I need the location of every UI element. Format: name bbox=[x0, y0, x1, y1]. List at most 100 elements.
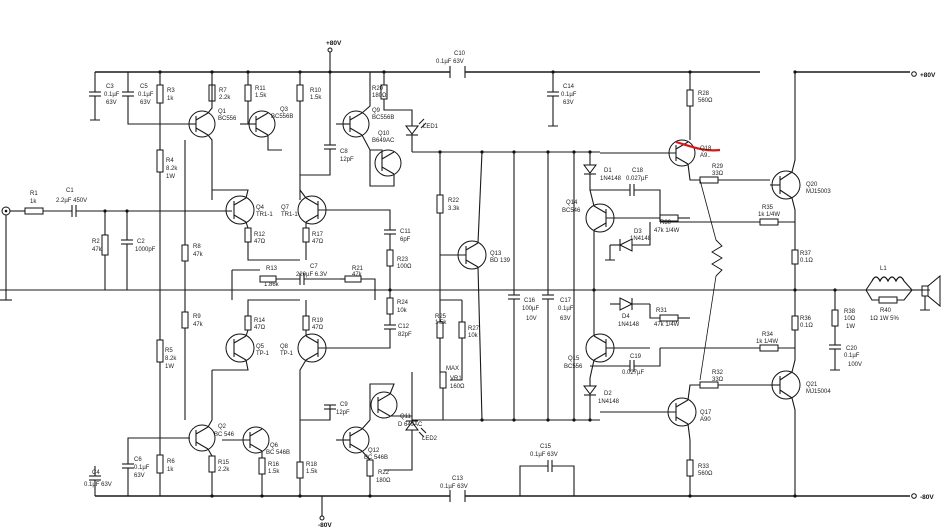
value-R21: 47k bbox=[352, 272, 363, 278]
potentiometer-VR1 bbox=[439, 371, 447, 389]
label-Q9: Q9 bbox=[372, 108, 381, 114]
resistor-R28 bbox=[686, 89, 694, 107]
transistor-Q13 bbox=[440, 240, 487, 270]
transistor-Q11 bbox=[370, 391, 398, 419]
label-R4: R4 bbox=[166, 158, 174, 164]
value-C4: 0.1µF 63V bbox=[84, 482, 112, 488]
value-R3: 1k bbox=[167, 96, 174, 102]
label-R18: R18 bbox=[306, 462, 318, 468]
value-R38: 10Ω bbox=[844, 316, 856, 322]
resistor-R33 bbox=[686, 459, 694, 477]
transistor-Q5 bbox=[225, 333, 255, 363]
label-R36: R36 bbox=[800, 316, 812, 322]
label-Q17: Q17 bbox=[700, 410, 712, 416]
value-R33: 560Ω bbox=[698, 471, 713, 477]
label-L1: L1 bbox=[880, 266, 887, 272]
label-C9: C9 bbox=[340, 402, 348, 408]
resistor-R10 bbox=[296, 84, 304, 102]
value-R6: 1k bbox=[167, 467, 174, 473]
value-R5: 8.2k bbox=[165, 356, 177, 362]
capacitor-C17 bbox=[542, 294, 554, 300]
value-Q15: BC556 bbox=[564, 364, 583, 370]
label-C13: C13 bbox=[452, 476, 464, 482]
value-R13: 1.86k bbox=[264, 282, 280, 288]
value-VR1: 160Ω bbox=[450, 384, 465, 390]
capacitor-C13 bbox=[449, 490, 466, 502]
resistor-R22 bbox=[436, 194, 444, 214]
value-C20: 0.1µF bbox=[844, 353, 860, 359]
value-C18: 0.027µF bbox=[626, 176, 648, 182]
value-C17: 0.1µF bbox=[558, 306, 574, 312]
label-Q8: Q8 bbox=[280, 344, 289, 350]
value-Q18: A9.. bbox=[700, 153, 711, 159]
value-R20: 180Ω bbox=[372, 93, 387, 99]
value-C13: 0.1µF 63V bbox=[440, 484, 468, 490]
label-C17: C17 bbox=[560, 298, 572, 304]
value-Q5: TP-1 bbox=[256, 351, 270, 357]
value-C7: 220µF 6.3V bbox=[296, 272, 327, 278]
value-C15: 0.1µF 63V bbox=[530, 452, 558, 458]
diode-D1 bbox=[583, 164, 597, 175]
value-R34: 1k 1/4W bbox=[756, 339, 778, 345]
value-D4: 1N4148 bbox=[618, 322, 640, 328]
resistor-R29 bbox=[699, 176, 719, 184]
value-Q20: MJ15003 bbox=[806, 189, 831, 195]
value-R36: 0.1Ω bbox=[800, 323, 813, 329]
label-C5: C5 bbox=[140, 84, 148, 90]
value-C11: 6pF bbox=[400, 237, 411, 243]
hand-drawn-resistor bbox=[711, 239, 723, 277]
transistor-Q7 bbox=[297, 195, 340, 225]
label-C16: C16 bbox=[524, 298, 536, 304]
resistor-R7 bbox=[208, 84, 216, 102]
label-C18: C18 bbox=[632, 168, 644, 174]
value-R22: 3.3k bbox=[448, 206, 460, 212]
transistor-Q15 bbox=[585, 333, 650, 363]
label-R8: R8 bbox=[193, 244, 201, 250]
value-Q3: BC556B bbox=[271, 114, 293, 120]
resistor-R8 bbox=[181, 244, 189, 262]
capacitor-C18 bbox=[629, 184, 635, 196]
capacitor-C12 bbox=[384, 324, 396, 330]
negative-rail bbox=[95, 493, 917, 521]
value-C2: 1000pF bbox=[135, 247, 156, 253]
value-C12: 82pF bbox=[398, 332, 412, 338]
power-R4: 1W bbox=[166, 174, 175, 180]
label-R5: R5 bbox=[165, 348, 173, 354]
value-C19: 0.027µF bbox=[622, 370, 644, 376]
value-R9: 47k bbox=[193, 322, 204, 328]
value-R32: 33Ω bbox=[712, 377, 724, 383]
capacitor-C11 bbox=[384, 229, 396, 235]
red-annotation-mark bbox=[675, 140, 721, 152]
label-C11: C11 bbox=[400, 229, 411, 235]
label-Q12: Q12 bbox=[368, 448, 380, 454]
volt-C5: 63V bbox=[140, 100, 151, 106]
resistor-R12 bbox=[244, 227, 252, 243]
value-R4: 8.2k bbox=[166, 166, 178, 172]
value-Q12: BC 546B bbox=[364, 455, 388, 461]
power-R5: 1W bbox=[165, 364, 174, 370]
label-R31: R31 bbox=[656, 308, 668, 314]
label-R20: R20 bbox=[372, 86, 384, 92]
value-D2: 1N4148 bbox=[598, 399, 620, 405]
label-R25: R25 bbox=[435, 314, 447, 320]
label-C14: C14 bbox=[563, 84, 575, 90]
resistor-R19 bbox=[302, 315, 310, 331]
value-D3: 1N4148 bbox=[630, 236, 652, 242]
label-C8: C8 bbox=[340, 149, 348, 155]
label-Q7: Q7 bbox=[281, 205, 290, 211]
transistor-Q18 bbox=[600, 139, 696, 167]
volt-C16: 10V bbox=[526, 316, 537, 322]
value-R18: 1.5k bbox=[306, 469, 318, 475]
label-R21: R21 bbox=[352, 266, 364, 272]
label-R35: R35 bbox=[762, 205, 774, 211]
power-R38: 1W bbox=[846, 324, 855, 330]
resistor-R36 bbox=[791, 315, 799, 331]
transistor-Q20 bbox=[770, 170, 801, 200]
label-R6: R6 bbox=[167, 459, 175, 465]
value-Q6: BC 546B bbox=[266, 450, 290, 456]
label-C6: C6 bbox=[134, 457, 142, 463]
label-R3: R3 bbox=[167, 88, 175, 94]
label-Q20: Q20 bbox=[806, 182, 818, 188]
value-R27: 10k bbox=[468, 333, 479, 339]
value-Q10: B649AC bbox=[372, 138, 395, 144]
